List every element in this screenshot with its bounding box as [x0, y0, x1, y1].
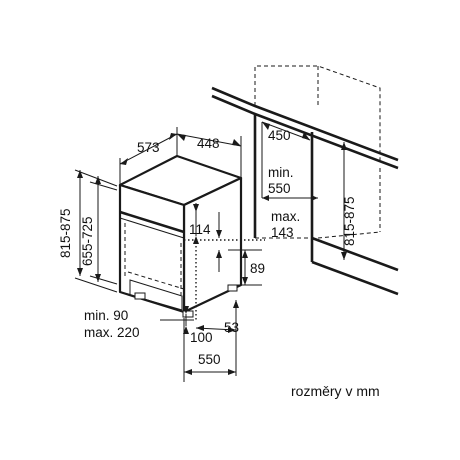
kitchen-niche	[211, 65, 399, 296]
dim-550-total: 550	[198, 352, 221, 367]
foot-front-left	[134, 292, 146, 300]
dim-815-875-niche: 815-875	[342, 196, 357, 246]
dim-448: 448	[197, 136, 220, 151]
dim-450: 450	[268, 128, 291, 143]
dim-53: 53	[224, 320, 239, 335]
dimension-arrows	[77, 122, 347, 375]
units-caption: rozměry v mm	[291, 383, 380, 399]
dim-655-725: 655-725	[80, 216, 95, 266]
foot-front-right	[182, 310, 194, 318]
dim-min-label: min.	[268, 165, 294, 180]
dim-573: 573	[137, 140, 160, 155]
dim-100: 100	[190, 330, 213, 345]
dim-114: 114	[189, 222, 211, 237]
dim-89: 89	[250, 261, 265, 276]
dim-leg-min: min. 90	[84, 308, 128, 323]
dishwasher	[118, 154, 265, 320]
dim-leg-max: max. 220	[84, 325, 140, 340]
dim-143: 143	[271, 225, 294, 240]
dim-550-niche: 550	[268, 181, 291, 196]
dimension-labels: 573 448 450 min. 550 114 max. 143 89 min…	[58, 128, 357, 367]
dim-max-label: max.	[271, 209, 300, 224]
foot-back-right	[227, 284, 238, 292]
dim-815-875-left: 815-875	[58, 208, 73, 258]
